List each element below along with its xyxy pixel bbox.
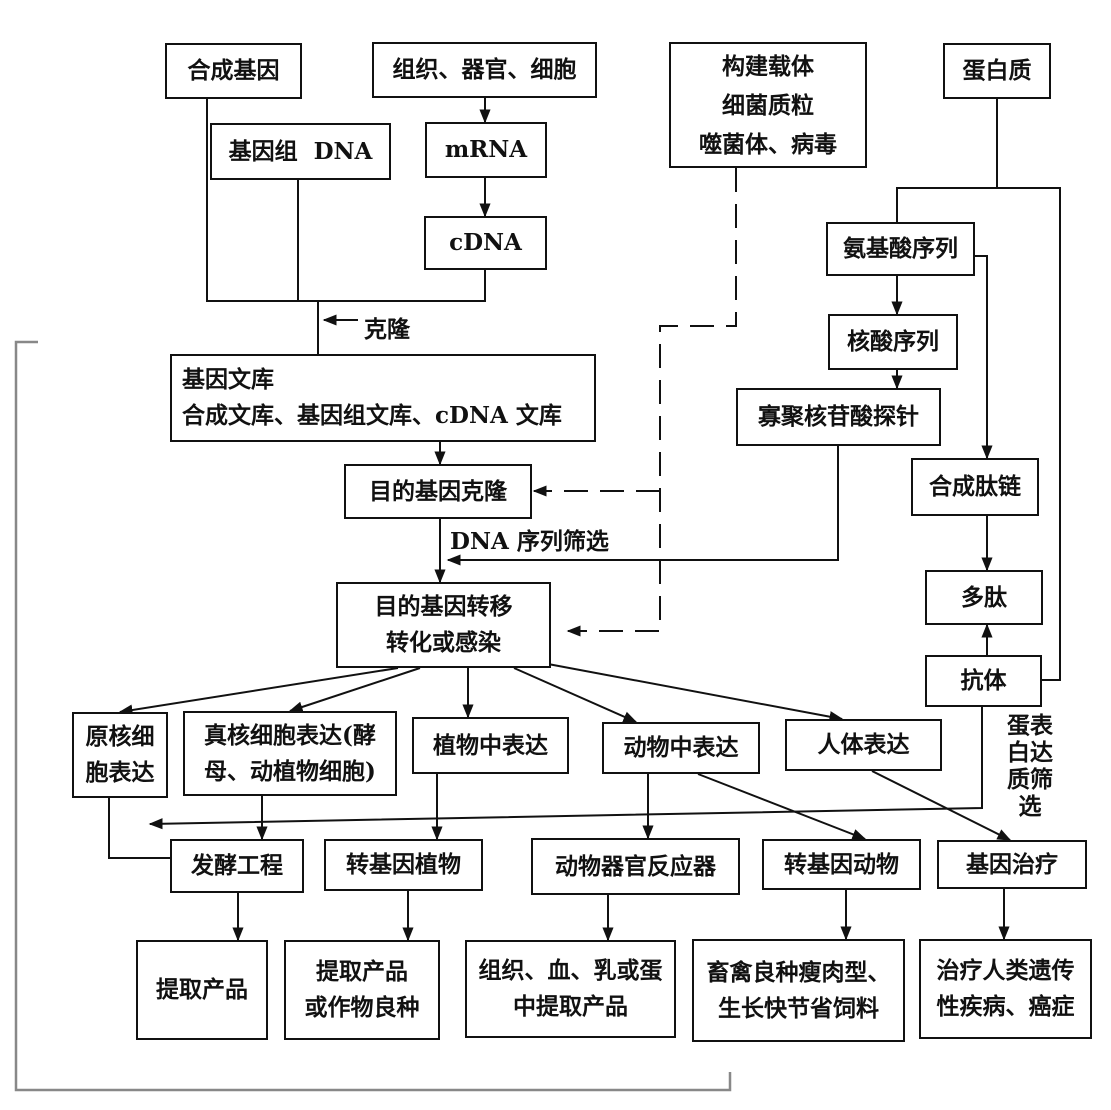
node-polypeptide: 多肽: [925, 570, 1043, 625]
node-treat-diseases: 治疗人类遗传 性疾病、癌症: [919, 939, 1092, 1039]
node-transgenic-plant: 转基因植物: [324, 839, 483, 891]
node-fermentation-engineering: 发酵工程: [170, 839, 304, 893]
node-genomic-dna: 基因组 DNA: [210, 123, 391, 180]
node-transgenic-animal: 转基因动物: [762, 839, 921, 890]
node-animal-expression: 动物中表达: [602, 722, 760, 774]
node-build-vector: 构建载体 细菌质粒 噬菌体、病毒: [669, 42, 867, 168]
node-plant-expression: 植物中表达: [412, 717, 569, 774]
node-eukaryotic-expression: 真核细胞表达(酵 母、动植物细胞): [183, 711, 397, 796]
page-bracket: [14, 340, 732, 1092]
node-animal-organ-bioreactor: 动物器官反应器: [531, 838, 740, 895]
node-gene-library: 基因文库 合成文库、基因组文库、cDNA 文库: [170, 354, 596, 442]
node-extract-product: 提取产品: [136, 940, 268, 1040]
node-mrna: mRNA: [425, 122, 547, 178]
label-protein-expression-screen: 蛋表白达质筛选: [1007, 712, 1053, 820]
node-target-gene-transfer: 目的基因转移 转化或感染: [336, 582, 551, 668]
node-synthetic-gene: 合成基因: [165, 43, 302, 99]
node-oligo-probe: 寡聚核苷酸探针: [736, 388, 941, 446]
node-tissue-organ-cell: 组织、器官、细胞: [372, 42, 597, 98]
node-amino-acid-sequence: 氨基酸序列: [826, 222, 975, 276]
node-livestock-breeds: 畜禽良种瘦肉型、 生长快节省饲料: [692, 939, 905, 1042]
node-antibody: 抗体: [925, 655, 1042, 707]
node-tissue-blood-milk-egg: 组织、血、乳或蛋 中提取产品: [465, 940, 676, 1038]
node-human-expression: 人体表达: [785, 719, 942, 771]
node-gene-therapy: 基因治疗: [937, 840, 1087, 889]
node-protein: 蛋白质: [943, 43, 1051, 99]
node-nucleic-acid-sequence: 核酸序列: [828, 314, 958, 370]
label-dna-sequence-screen: DNA 序列筛选: [450, 528, 609, 555]
node-target-gene-clone: 目的基因克隆: [344, 464, 532, 519]
label-clone: 克隆: [364, 316, 410, 343]
node-extract-product-or-crop: 提取产品 或作物良种: [284, 940, 440, 1040]
node-cdna: cDNA: [424, 216, 547, 270]
node-prokaryotic-expression: 原核细 胞表达: [72, 712, 168, 798]
node-synthetic-peptide: 合成肽链: [911, 458, 1039, 516]
